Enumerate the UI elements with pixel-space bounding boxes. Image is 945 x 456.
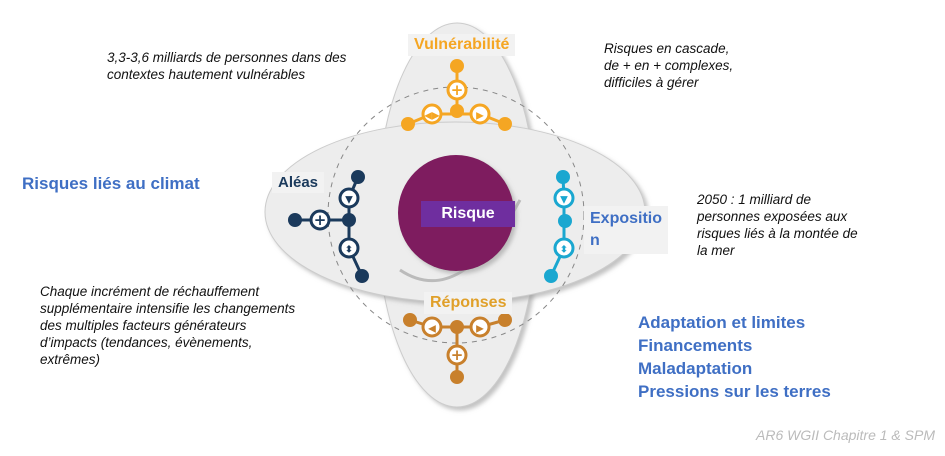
lr-icon: [421, 103, 443, 125]
source-label: AR6 WGII Chapitre 1 & SPM: [756, 427, 935, 443]
left-title: Risques liés au climat: [22, 174, 200, 193]
node-dot: [450, 59, 464, 73]
node-dot: [342, 213, 356, 227]
updown-glyph: ⬍: [345, 245, 353, 256]
node-dot: [498, 313, 512, 327]
plus-glyph: +: [314, 211, 327, 229]
vulnerability-label: Vulnérabilité: [408, 34, 516, 56]
responses-label: Réponses: [424, 292, 513, 314]
down-icon: [338, 187, 360, 209]
node-dot: [498, 117, 512, 131]
annotation-top-right: Risques en cascade,de + en + complexes,d…: [604, 41, 734, 90]
updown-glyph: ⬍: [560, 245, 568, 256]
down-icon: [553, 187, 575, 209]
node-dot: [288, 213, 302, 227]
plus-icon: [309, 209, 331, 231]
right-glyph: ▶: [476, 324, 484, 335]
left-icon: [421, 316, 443, 338]
plus-glyph: +: [451, 81, 464, 99]
updown-icon: [338, 237, 360, 259]
right-icon: [469, 103, 491, 125]
hazards-label: Aléas: [272, 172, 325, 193]
node-dot: [355, 269, 369, 283]
right-glyph: ▶: [476, 111, 484, 122]
risk-label: Risque: [441, 205, 495, 222]
lr-glyph: ◀▶: [424, 111, 440, 122]
down-glyph: ▼: [560, 195, 568, 206]
node-dot: [351, 170, 365, 184]
plus-icon: [446, 344, 468, 366]
node-dot: [403, 313, 417, 327]
plus-icon: [446, 79, 468, 101]
node-dot: [544, 269, 558, 283]
node-dot: [401, 117, 415, 131]
down-glyph: ▼: [345, 195, 353, 206]
plus-glyph: +: [451, 346, 464, 364]
node-dot: [556, 170, 570, 184]
node-dot: [450, 370, 464, 384]
updown-icon: [553, 237, 575, 259]
node-dot: [450, 320, 464, 334]
node-dot: [558, 214, 572, 228]
right-icon: [469, 316, 491, 338]
node-dot: [450, 104, 464, 118]
left-glyph: ◀: [428, 324, 436, 335]
